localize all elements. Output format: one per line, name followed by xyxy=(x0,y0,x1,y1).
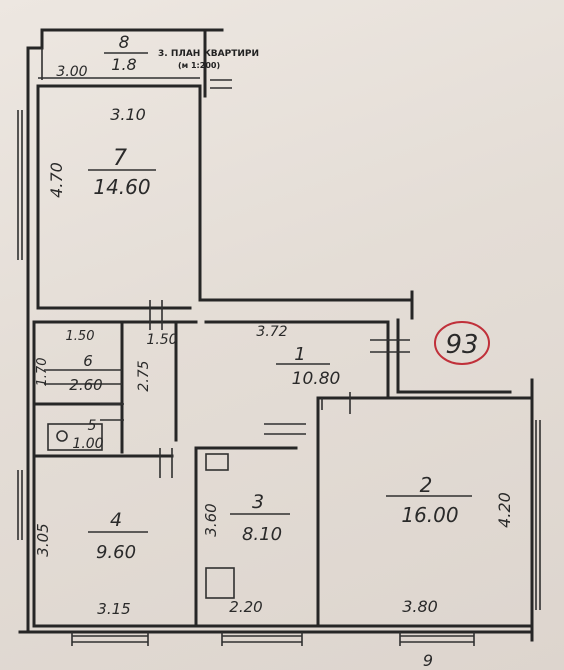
room-8-number: 8 xyxy=(119,33,130,53)
room-5-area: 1.00 xyxy=(72,436,103,452)
dim-3-60: 3.60 xyxy=(202,503,220,536)
plan-header-scale: (м 1:200) xyxy=(178,61,220,70)
room-1-area: 10.80 xyxy=(292,369,341,389)
interior-walls xyxy=(32,290,532,628)
room-3-number: 3 xyxy=(252,491,264,513)
dim-1-50-left: 1.50 xyxy=(66,329,95,344)
dim-3-05: 3.05 xyxy=(34,523,52,556)
room-4-area: 9.60 xyxy=(96,542,136,563)
dim-3-00: 3.00 xyxy=(56,64,87,80)
apartment-stamp-circle xyxy=(434,321,490,365)
dim-3-10: 3.10 xyxy=(110,105,146,124)
dim-2-75: 2.75 xyxy=(136,360,152,391)
room-5-number: 5 xyxy=(88,418,97,434)
room-7-walls xyxy=(36,77,202,310)
room-7-area: 14.60 xyxy=(93,175,150,199)
window-marks xyxy=(17,110,541,646)
entrance-notch xyxy=(41,48,232,89)
dim-3-80: 3.80 xyxy=(402,597,438,616)
dim-1-50-corridor: 1.50 xyxy=(146,332,177,348)
apartment-number: 93 xyxy=(445,330,478,360)
room-1-number: 1 xyxy=(294,344,305,365)
dim-total-9: 9 xyxy=(423,651,433,670)
dim-2-20: 2.20 xyxy=(229,598,262,616)
room-6-number: 6 xyxy=(83,352,93,370)
dim-4-20: 4.20 xyxy=(495,492,514,528)
dim-1-70: 1.70 xyxy=(35,358,50,387)
room-2-number: 2 xyxy=(420,473,433,497)
dim-3-15: 3.15 xyxy=(97,600,130,618)
room-8-area: 1.8 xyxy=(111,55,136,74)
dim-4-70: 4.70 xyxy=(47,162,66,198)
room-4-number: 4 xyxy=(110,509,122,531)
room-3-area: 8.10 xyxy=(242,524,282,545)
room-6-area: 2.60 xyxy=(69,376,102,394)
dim-3-72: 3.72 xyxy=(256,324,287,340)
room-7-number: 7 xyxy=(113,146,127,171)
plan-header-title: 3. ПЛАН КВАРТИРИ xyxy=(158,49,259,59)
room-2-area: 16.00 xyxy=(401,503,458,527)
